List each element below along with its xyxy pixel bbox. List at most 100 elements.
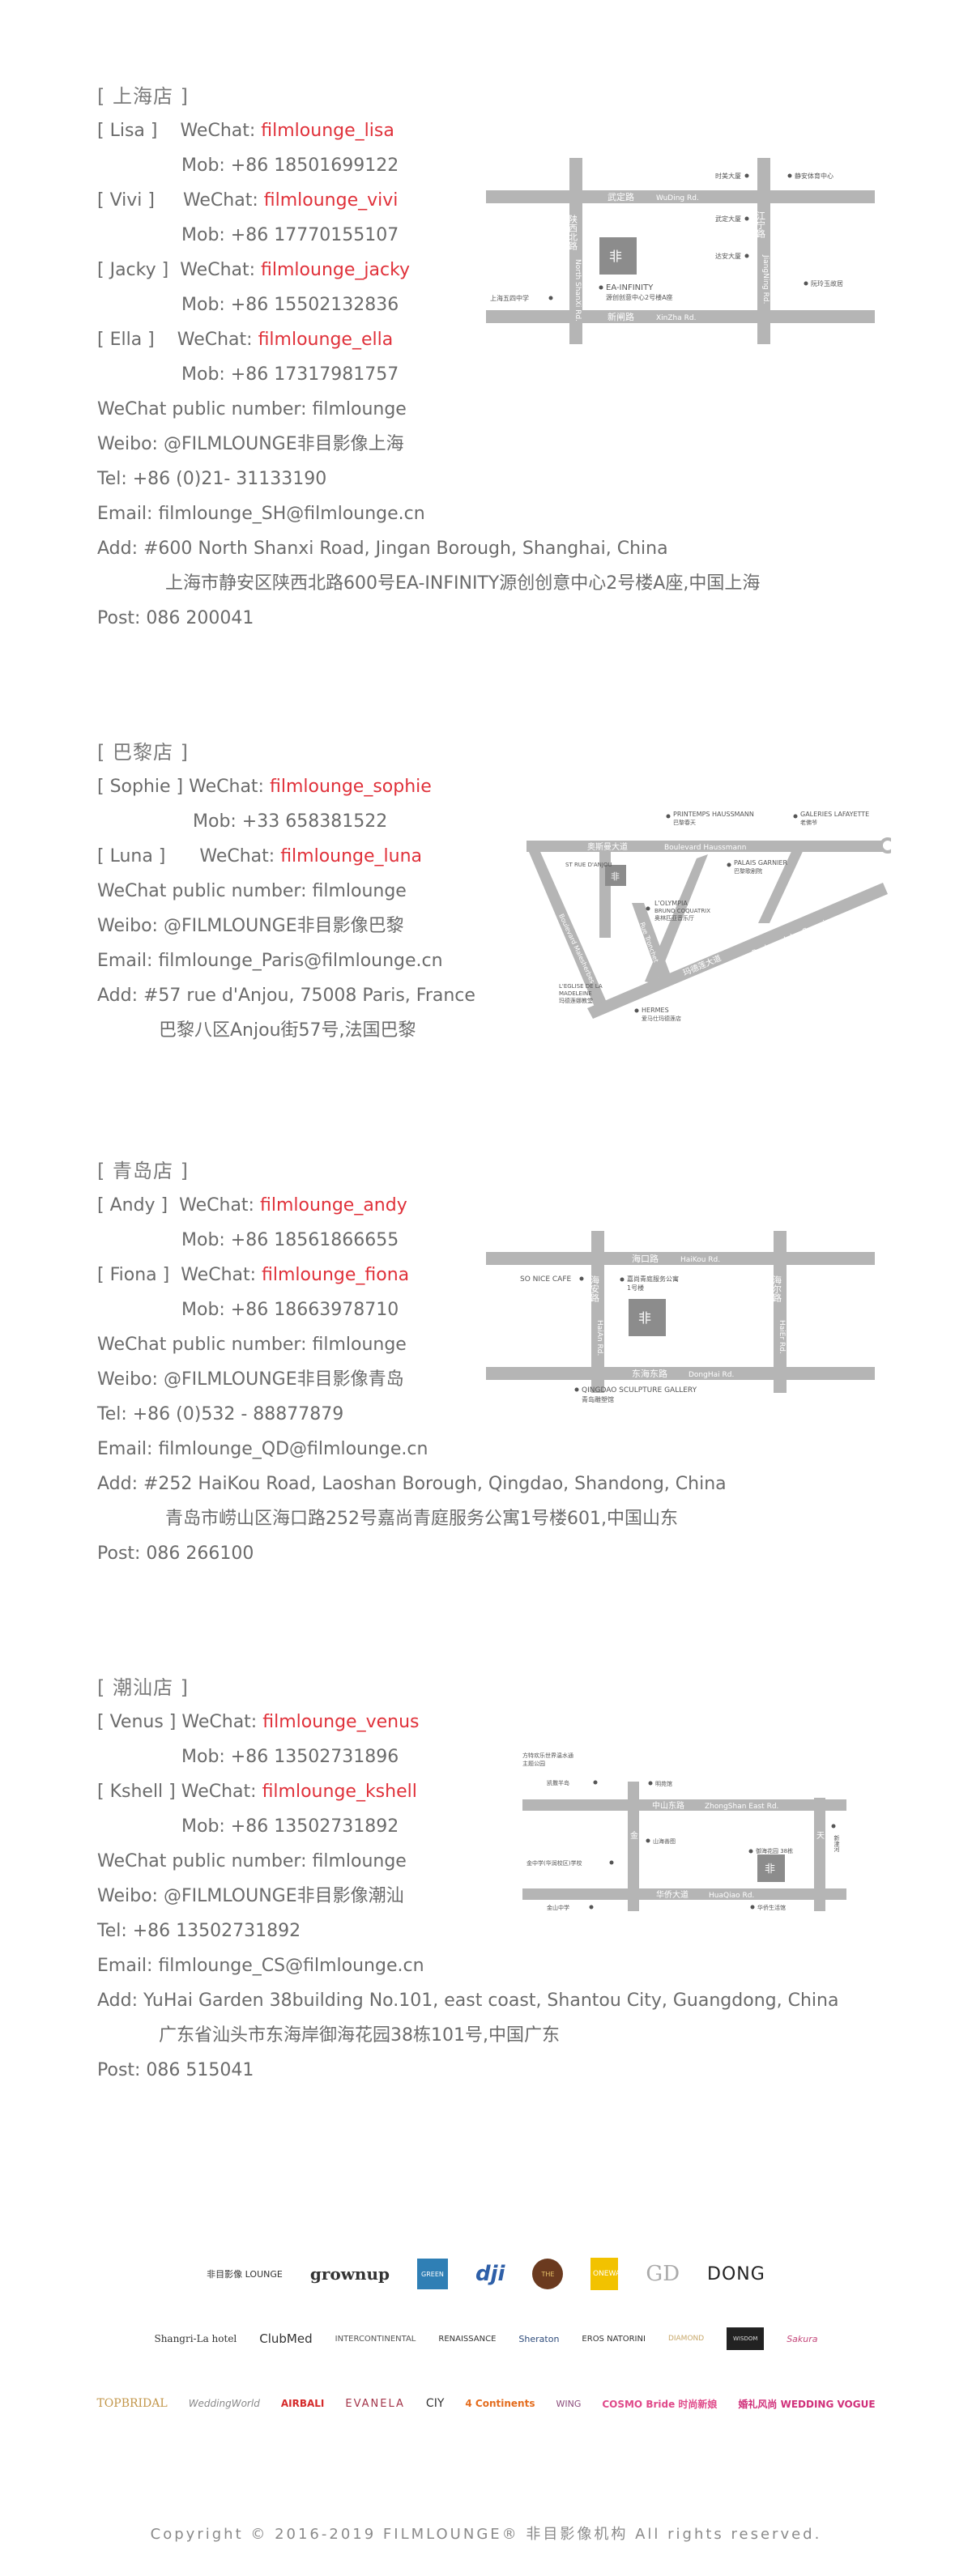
svg-text:达安大厦: 达安大厦 (715, 252, 741, 260)
sheraton-logo: Sheraton (518, 2333, 560, 2344)
svg-text:非: 非 (765, 1863, 775, 1876)
mobile-number: Mob: +86 17317981757 (181, 364, 399, 385)
oneway-logo: O ONEWAY (585, 2258, 625, 2290)
svg-text:时美大厦: 时美大厦 (715, 172, 741, 180)
email: Email: filmlounge_Paris@filmlounge.cn (97, 951, 443, 971)
svg-text:凯撒半岛: 凯撒半岛 (547, 1779, 569, 1786)
svg-text:山海善图: 山海善图 (653, 1837, 676, 1845)
filmlounge-building-icon (599, 237, 637, 275)
svg-text:金中学(华润校区)学校: 金中学(华润校区)学校 (526, 1859, 582, 1867)
logo-row: Shangri-La hotel ClubMed INTERCONTINENTA… (105, 2314, 867, 2363)
airbali-logo: AIRBALI (280, 2398, 325, 2409)
svg-text:DongHai Rd.: DongHai Rd. (688, 1371, 734, 1379)
filmlounge-building-icon (629, 1299, 666, 1336)
logo-row: 非目影像 LOUNGE grownup GREEN dji THE O ONEW… (105, 2250, 867, 2298)
contact-row: [ Sophie ] WeChat: filmlounge_sophie (97, 777, 432, 797)
svg-text:阮玲玉故居: 阮玲玉故居 (811, 279, 843, 287)
svg-text:爱马仕玛德莲店: 爱马仕玛德莲店 (642, 1015, 681, 1022)
clubmed-logo: ClubMed (259, 2331, 313, 2346)
svg-text:Boulevard Malesherbes: Boulevard Malesherbes (557, 913, 596, 985)
contact-row: [ Ella ] WeChat: filmlounge_ella (97, 330, 394, 350)
svg-text:EA-INFINITY: EA-INFINITY (606, 283, 654, 292)
store-title: [ 青岛店 ] (97, 1160, 189, 1182)
svg-text:HERMES: HERMES (642, 1007, 669, 1014)
svg-text:天: 天 (816, 1832, 825, 1841)
map-shanghai: 武定路 WuDing Rd. 新闸路 XinZha Rd. 陕西北路 North… (486, 158, 875, 344)
address: Add: YuHai Garden 38building No.101, eas… (97, 1991, 839, 2011)
email: Email: filmlounge_SH@filmlounge.cn (97, 504, 425, 524)
address: Add: #252 HaiKou Road, Laoshan Borough, … (97, 1474, 727, 1494)
svg-text:奥林匹亚音乐厅: 奥林匹亚音乐厅 (654, 914, 694, 922)
eros-logo: EROS NATORINI (582, 2334, 646, 2344)
svg-text:HuaQiao Rd.: HuaQiao Rd. (709, 1892, 754, 1900)
mobile-number: Mob: +33 658381522 (193, 811, 388, 832)
svg-text:华侨大道: 华侨大道 (656, 1889, 688, 1900)
store-title: [ 巴黎店 ] (97, 741, 189, 764)
svg-text:HaiKou Rd.: HaiKou Rd. (680, 1256, 720, 1264)
map-shantou: 中山东路 ZhongShan East Rd. 华侨大道 HuaQiao Rd.… (522, 1749, 846, 1911)
wechat-id: filmlounge_jacky (261, 260, 411, 280)
evanela-logo: EVANELA (345, 2397, 405, 2410)
map-qingdao-caption: 青岛雕塑馆 (582, 1394, 744, 1405)
gd-logo: GD (646, 2262, 680, 2286)
svg-text:源创创意中心2号楼A座: 源创创意中心2号楼A座 (606, 293, 673, 301)
svg-text:1号楼: 1号楼 (627, 1284, 644, 1292)
map-qingdao: 海口路 HaiKou Rd. 东海东路 DongHai Rd. 海安路 HaiA… (486, 1231, 875, 1393)
svg-text:新津河: 新津河 (833, 1834, 840, 1852)
email: Email: filmlounge_QD@filmlounge.cn (97, 1439, 428, 1459)
svg-text:御海花园 38栋: 御海花园 38栋 (756, 1847, 793, 1854)
wechat-public: WeChat public number: filmlounge (97, 399, 407, 419)
svg-text:东海东路: 东海东路 (632, 1368, 667, 1379)
postcode: Post: 086 200041 (97, 608, 254, 628)
address-cn: 巴黎八区Anjou街57号,法国巴黎 (159, 1020, 416, 1041)
store-shantou: [ 潮汕店 ] [ Venus ] WeChat: filmlounge_ven… (97, 1671, 907, 2088)
wechat-id: filmlounge_fiona (262, 1265, 410, 1285)
mobile-number: Mob: +86 18501699122 (181, 155, 399, 176)
wechat-id: filmlounge_ella (258, 330, 394, 350)
store-paris: [ 巴黎店 ] [ Sophie ] WeChat: filmlounge_so… (97, 735, 907, 1048)
mobile-number: Mob: +86 13502731896 (181, 1747, 399, 1767)
svg-text:Boulevard Haussmann: Boulevard Haussmann (664, 844, 746, 852)
svg-text:GALERIES LAFAYETTE: GALERIES LAFAYETTE (800, 811, 869, 818)
filmlounge-building-icon (757, 1854, 785, 1882)
mobile-number: Mob: +86 18663978710 (181, 1300, 399, 1320)
svg-text:武定大厦: 武定大厦 (715, 215, 741, 223)
topbridal-logo: TOPBRIDAL (96, 2397, 168, 2410)
weibo: Weibo: @FILMLOUNGE非目影像青岛 (97, 1369, 404, 1390)
postcode: Post: 086 266100 (97, 1543, 254, 1564)
road-label: WuDing Rd. (656, 194, 699, 202)
svg-text:金: 金 (630, 1830, 638, 1841)
store-shanghai: [ 上海店 ] [ Lisa ] WeChat: filmlounge_lisa… (97, 79, 907, 636)
wechat-id: filmlounge_vivi (263, 190, 399, 211)
svg-text:非: 非 (638, 1310, 651, 1326)
address: Add: #57 rue d'Anjou, 75008 Paris, Franc… (97, 986, 475, 1006)
map-paris: 奥斯曼大道 Boulevard Haussmann Boulevard des … (510, 802, 891, 1037)
road-label: XinZha Rd. (656, 314, 696, 322)
svg-text:HaiAn Rd.: HaiAn Rd. (595, 1320, 603, 1356)
wisdom-logo: WISDOM (727, 2327, 765, 2350)
mobile-number: Mob: +86 13502731892 (181, 1816, 399, 1837)
svg-text:巴黎歌剧院: 巴黎歌剧院 (734, 867, 762, 875)
postcode: Post: 086 515041 (97, 2060, 254, 2080)
svg-text:ZhongShan East Rd.: ZhongShan East Rd. (705, 1803, 778, 1811)
svg-text:主题公园: 主题公园 (522, 1760, 545, 1767)
email: Email: filmlounge_CS@filmlounge.cn (97, 1956, 424, 1976)
logo-row: TOPBRIDAL WeddingWorld AIRBALI EVANELA C… (96, 2379, 875, 2428)
contact-row: [ Vivi ] WeChat: filmlounge_vivi (97, 190, 399, 211)
dji-logo: dji (475, 2262, 505, 2286)
filmlounge-building-icon (605, 865, 626, 886)
wechat-id: filmlounge_lisa (261, 121, 394, 141)
svg-text:L'EGLISE DE LA: L'EGLISE DE LA (559, 983, 603, 990)
svg-text:上海五四中学: 上海五四中学 (490, 294, 529, 302)
address-cn: 上海市静安区陕西北路600号EA-INFINITY源创创意中心2号楼A座,中国上… (165, 573, 761, 594)
wechat-public: WeChat public number: filmlounge (97, 1851, 407, 1871)
wing-logo: WING (556, 2398, 582, 2409)
cosmobride-logo: COSMO Bride 时尚新娘 (602, 2398, 718, 2410)
wechat-public: WeChat public number: filmlounge (97, 881, 407, 901)
telephone: Tel: +86 (0)532 - 88877879 (97, 1404, 344, 1424)
svg-text:MADELEINE: MADELEINE (559, 990, 592, 997)
contact-row: [ Venus ] WeChat: filmlounge_venus (97, 1712, 420, 1732)
green-logo: GREEN (416, 2259, 448, 2289)
svg-text:L'OLYMPIA: L'OLYMPIA (654, 900, 688, 907)
contact-row: [ Jacky ] WeChat: filmlounge_jacky (97, 260, 411, 280)
